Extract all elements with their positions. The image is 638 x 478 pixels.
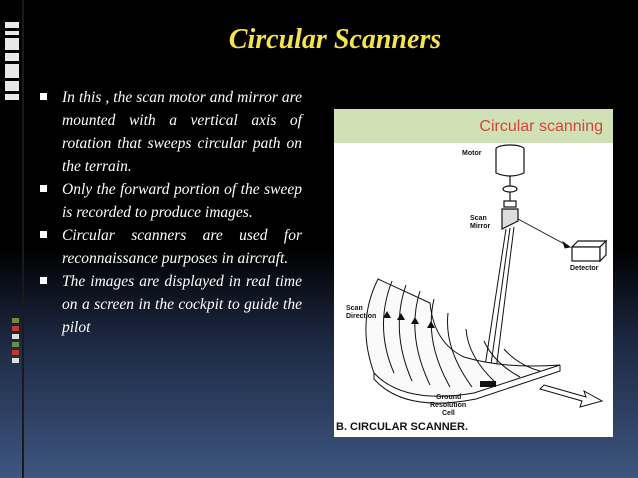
detector-icon xyxy=(570,239,608,263)
bullet-square-icon xyxy=(40,231,47,238)
motor-label: Motor xyxy=(462,150,482,157)
ground-beam xyxy=(481,226,515,387)
scan-direction-label-1: Scan xyxy=(346,305,363,312)
slide-title: Circular Scanners xyxy=(228,24,442,55)
motor-icon xyxy=(495,144,525,201)
decorative-stripes-top xyxy=(5,22,19,103)
bullet-text: In this , the scan motor and mirror are … xyxy=(62,89,302,175)
bullet-text: Circular scanners are used for reconnais… xyxy=(62,227,302,267)
scan-direction-label-2: Direction xyxy=(346,313,376,320)
flight-direction-arrow-icon xyxy=(539,384,604,408)
terrain-strip xyxy=(365,278,561,404)
ground-cell-marker xyxy=(480,381,496,387)
figure-heading: Circular scanning xyxy=(479,118,603,135)
bullet-square-icon xyxy=(40,277,47,284)
bullet-square-icon xyxy=(40,185,47,192)
detector-beam xyxy=(517,218,572,249)
bullet-text: Only the forward portion of the sweep is… xyxy=(62,181,302,221)
ground-label-2: Resolution xyxy=(430,402,466,409)
scan-mirror-label-2: Mirror xyxy=(470,223,491,230)
bullet-item: In this , the scan motor and mirror are … xyxy=(40,86,302,178)
scan-direction-arrows xyxy=(383,311,435,328)
ground-label-3: Cell xyxy=(442,410,455,417)
bullet-square-icon xyxy=(40,93,47,100)
bullet-item: Only the forward portion of the sweep is… xyxy=(40,178,302,224)
bullet-item: The images are displayed in real time on… xyxy=(40,270,302,339)
scan-mirror-label-1: Scan xyxy=(470,215,487,222)
detector-label: Detector xyxy=(570,265,599,272)
decorative-stripes-middle xyxy=(12,318,22,366)
bullet-text: The images are displayed in real time on… xyxy=(62,273,302,336)
figure-caption: B. CIRCULAR SCANNER. xyxy=(336,421,468,433)
scanner-diagram: Motor Scan Mirror Detector xyxy=(336,144,608,433)
circular-scanner-figure: Circular scanning Motor Scan Mirror xyxy=(334,109,613,437)
bullet-item: Circular scanners are used for reconnais… xyxy=(40,224,302,270)
left-rule xyxy=(22,0,24,478)
bullet-list: In this , the scan motor and mirror are … xyxy=(40,86,302,339)
scan-mirror-icon xyxy=(501,200,519,230)
ground-label-1: Ground xyxy=(436,394,461,401)
figure-header: Circular scanning xyxy=(334,109,613,143)
